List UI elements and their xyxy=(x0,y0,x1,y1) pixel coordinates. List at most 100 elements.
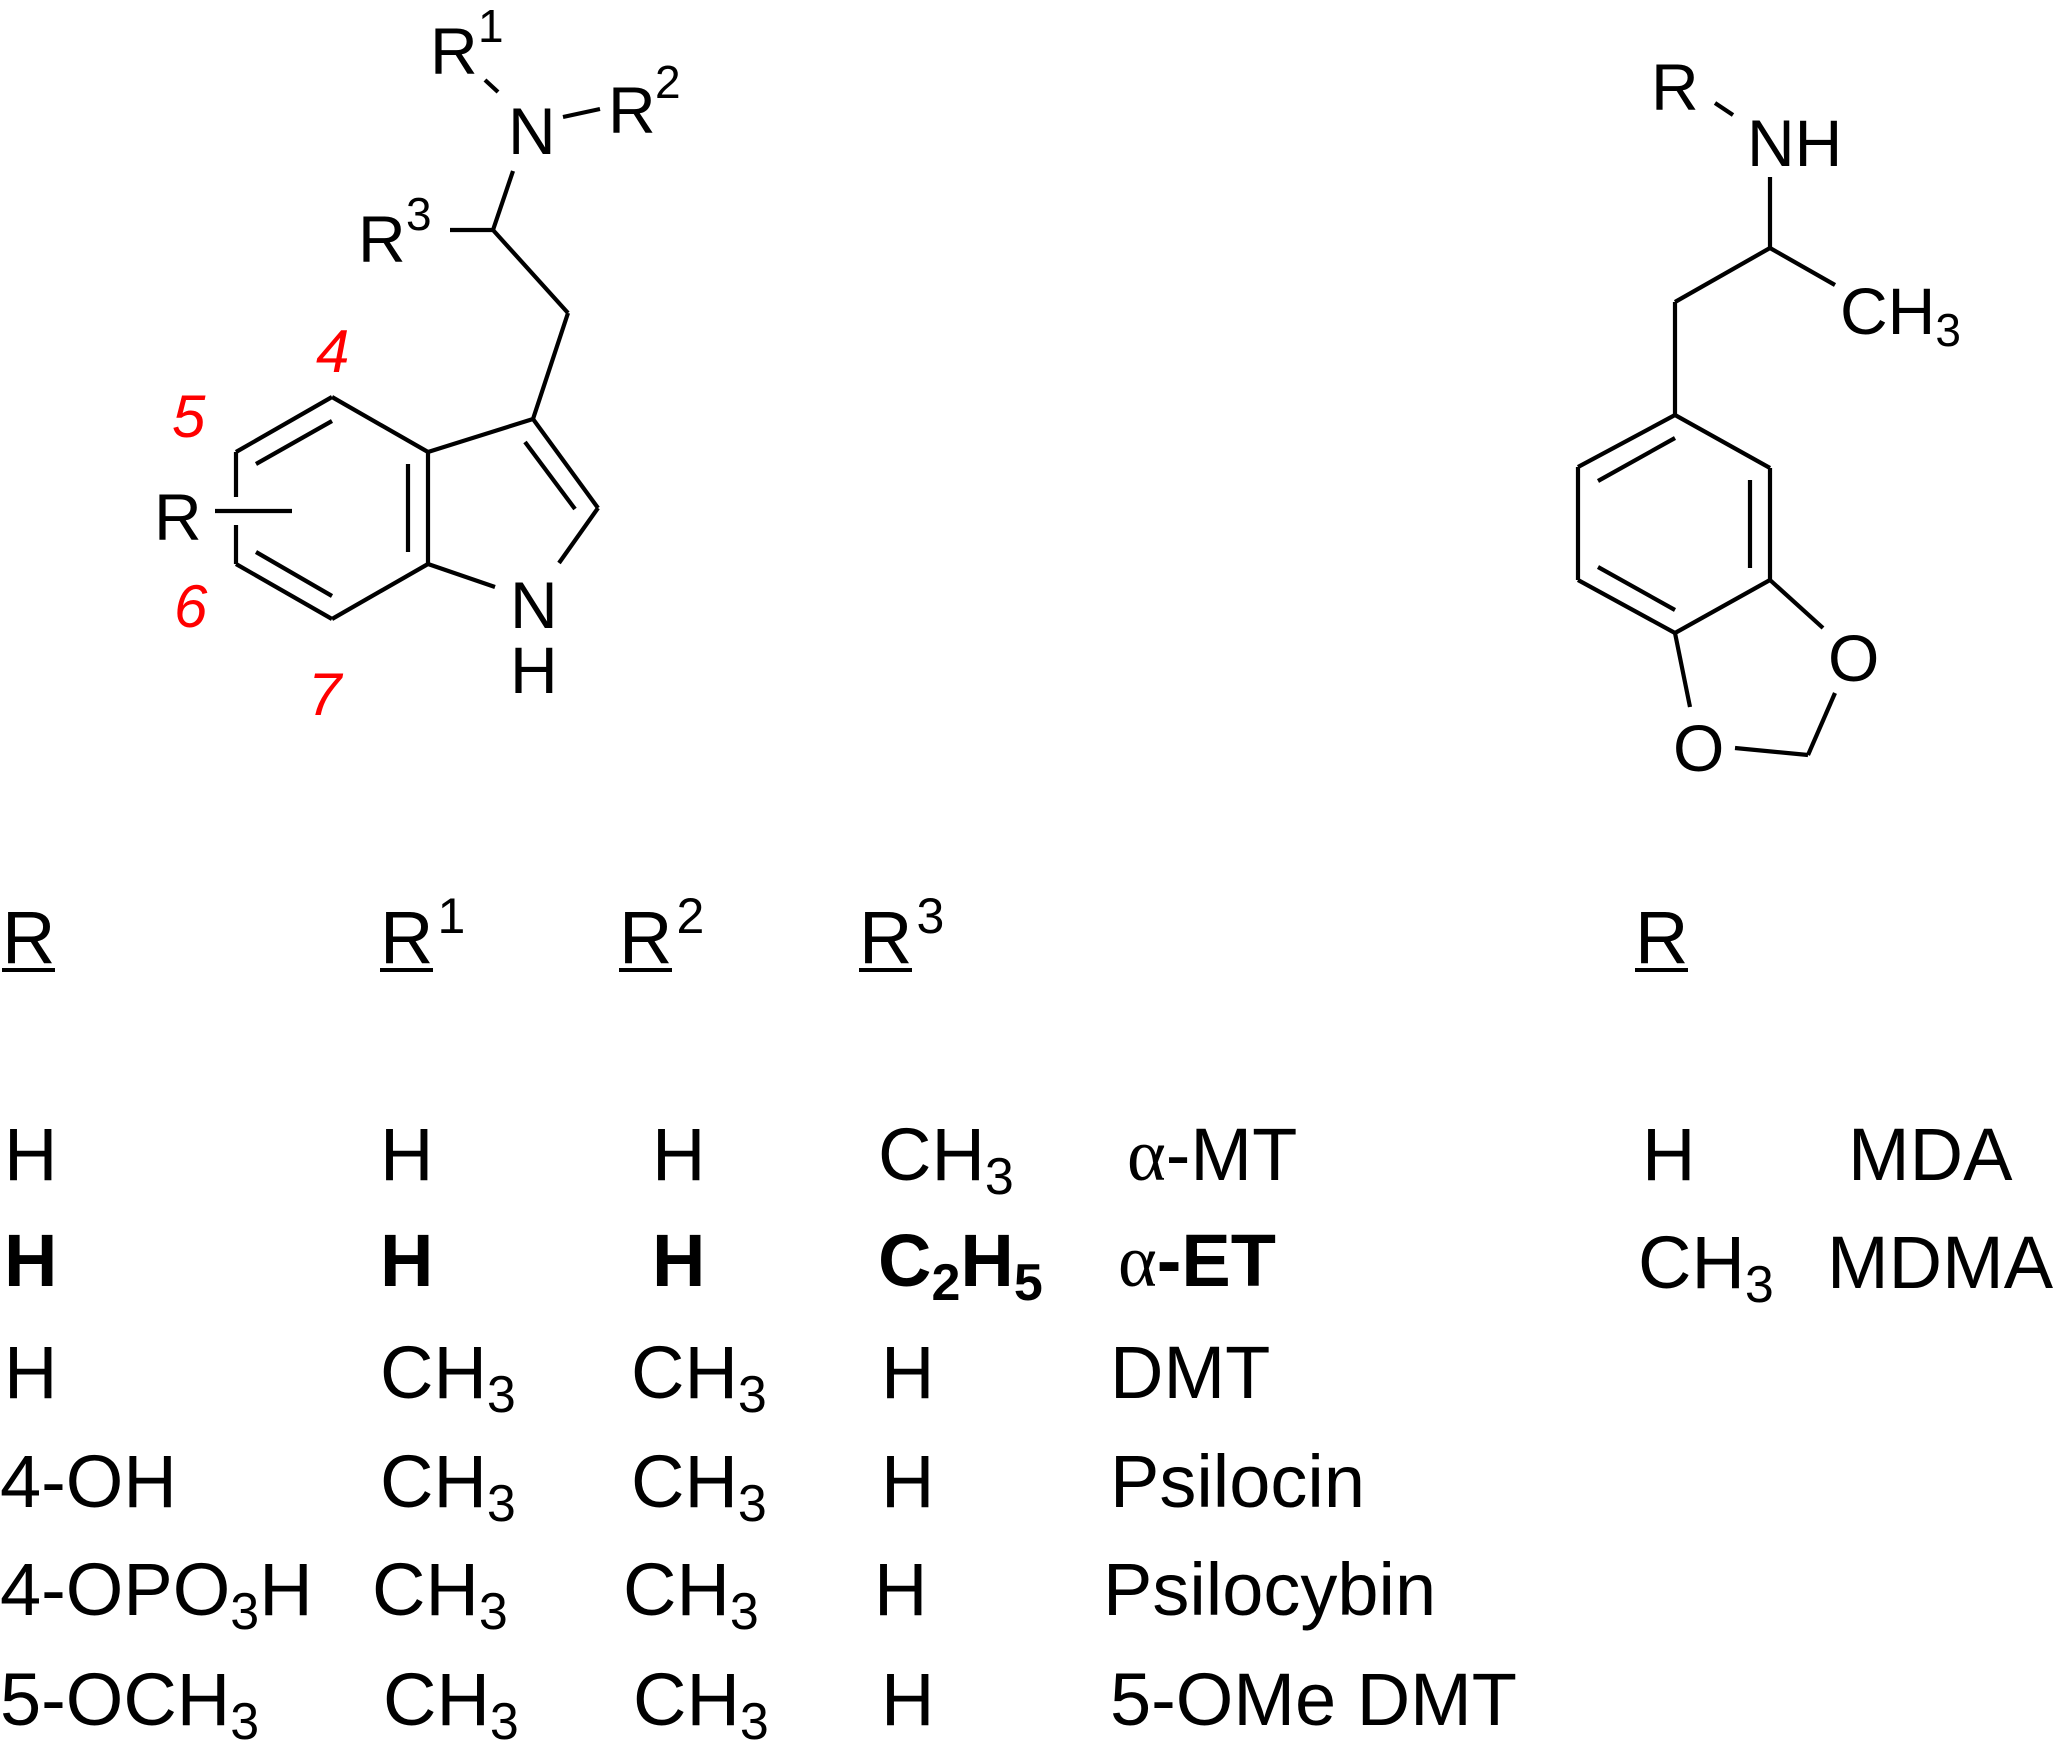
formula-part: H xyxy=(4,1219,57,1302)
benzodioxole-benzene-ring xyxy=(1575,413,1773,635)
cell-r: CH3 xyxy=(1638,1221,1774,1314)
formula-part: CH xyxy=(383,1658,490,1741)
cell-r: 4-OH xyxy=(0,1440,177,1523)
formula-part: H xyxy=(874,1548,927,1631)
formula-part: CH xyxy=(631,1331,738,1414)
header-label: R xyxy=(619,896,672,979)
formula-part: CH xyxy=(623,1548,730,1631)
indole-hydrogen-label: H xyxy=(510,633,558,707)
cell-r: H xyxy=(4,1219,57,1302)
indole-nitrogen-label: N xyxy=(510,568,558,642)
compound-name: MDA xyxy=(1848,1113,2013,1196)
subscript: 3 xyxy=(1745,1256,1774,1314)
formula-part: H xyxy=(4,1113,57,1196)
oxygen-left-label: O xyxy=(1673,711,1724,785)
compound-name: α-ET xyxy=(1118,1219,1276,1303)
cell-r2: CH3 xyxy=(623,1548,759,1641)
header-superscript: 3 xyxy=(916,888,944,944)
formula-part: 5-OCH xyxy=(0,1658,230,1741)
formula-part: 4-OH xyxy=(0,1440,177,1523)
subscript: 3 xyxy=(730,1583,759,1641)
formula-part: H xyxy=(380,1219,433,1302)
cell-r3: CH3 xyxy=(878,1113,1014,1206)
cell-r2: H xyxy=(652,1113,705,1196)
formula-part: H xyxy=(380,1113,433,1196)
compound-name: 5-OMe DMT xyxy=(1110,1658,1517,1741)
formula-part: H xyxy=(960,1219,1013,1302)
methyl-text: CH xyxy=(1840,274,1935,348)
formula-part: CH xyxy=(878,1113,985,1196)
formula-part: H xyxy=(881,1658,934,1741)
formula-part: CH xyxy=(372,1548,479,1631)
header-label: R xyxy=(2,896,55,979)
subscript: 3 xyxy=(230,1583,259,1641)
cell-r3: H xyxy=(881,1658,934,1741)
formula-part: H xyxy=(4,1331,57,1414)
r2-superscript: 2 xyxy=(655,56,681,108)
compound-name-text: Psilocin xyxy=(1110,1440,1365,1523)
cell-r3: C2H5 xyxy=(878,1219,1043,1312)
methyl-subscript: 3 xyxy=(1935,304,1961,356)
subscript: 2 xyxy=(931,1254,960,1312)
table-header-r: R xyxy=(2,896,55,979)
ethylamine-side-chain xyxy=(450,78,601,420)
header-label: R xyxy=(859,896,912,979)
subscript: 3 xyxy=(490,1693,519,1742)
ring-substituent-label: R xyxy=(154,480,202,554)
subscript: 3 xyxy=(738,1475,767,1533)
methylenedioxyamphetamine-structure: R NH CH3 O O xyxy=(1575,50,1961,785)
amine-nitrogen-label: N xyxy=(508,94,556,168)
table-header-r2: R2 xyxy=(619,888,704,979)
cell-r1: CH3 xyxy=(380,1331,516,1424)
alpha-prefix: α xyxy=(1127,1115,1166,1197)
formula-part: CH xyxy=(1638,1221,1745,1304)
subscript: 3 xyxy=(487,1366,516,1424)
r3-superscript: 3 xyxy=(406,188,432,240)
header-superscript: 2 xyxy=(676,888,704,944)
formula-part: C xyxy=(878,1219,931,1302)
formula-part: CH xyxy=(380,1440,487,1523)
subscript: 3 xyxy=(230,1693,259,1742)
subscript: 3 xyxy=(738,1366,767,1424)
compound-name-text: 5-OMe DMT xyxy=(1110,1658,1517,1741)
amphetamine-table-header-r: R xyxy=(1635,896,1688,979)
tryptamine-structure: N R 1 R 2 R 3 R N H 4 5 6 7 xyxy=(154,0,681,728)
formula-part: CH xyxy=(631,1440,738,1523)
compound-name: α-MT xyxy=(1127,1113,1297,1197)
r2-label: R xyxy=(608,73,656,147)
formula-part: H xyxy=(881,1440,934,1523)
cell-r3: H xyxy=(881,1440,934,1523)
cell-r: 5-OCH3 xyxy=(0,1658,259,1742)
compound-name: Psilocybin xyxy=(1103,1548,1436,1631)
compound-name: Psilocin xyxy=(1110,1440,1365,1523)
cell-r3: H xyxy=(874,1548,927,1631)
formula-part: CH xyxy=(380,1331,487,1414)
position-7-label: 7 xyxy=(308,661,344,728)
dioxole-ring xyxy=(1672,578,1837,758)
indole-benzene-ring xyxy=(233,395,431,621)
compound-name-text: DMT xyxy=(1110,1331,1270,1414)
cell-r1: CH3 xyxy=(372,1548,508,1641)
amine-r-label: R xyxy=(1651,50,1699,124)
subscript: 3 xyxy=(487,1475,516,1533)
r3-label: R xyxy=(358,202,406,276)
cell-r: H xyxy=(1642,1113,1695,1196)
amine-nh-label: NH xyxy=(1747,106,1842,180)
cell-r1: H xyxy=(380,1113,433,1196)
header-superscript: 1 xyxy=(437,888,465,944)
subscript: 3 xyxy=(479,1583,508,1641)
compound-name-text: Psilocybin xyxy=(1103,1548,1436,1631)
formula-part: 4-OPO xyxy=(0,1548,230,1631)
subscript: 5 xyxy=(1014,1254,1043,1312)
compound-name-text: -MT xyxy=(1166,1113,1298,1196)
header-label: R xyxy=(380,896,433,979)
compound-name: DMT xyxy=(1110,1331,1270,1414)
compound-name: MDMA xyxy=(1827,1221,2054,1304)
cell-r1: H xyxy=(380,1219,433,1302)
formula-part: H xyxy=(1642,1113,1695,1196)
table-header-r3: R3 xyxy=(859,888,944,979)
